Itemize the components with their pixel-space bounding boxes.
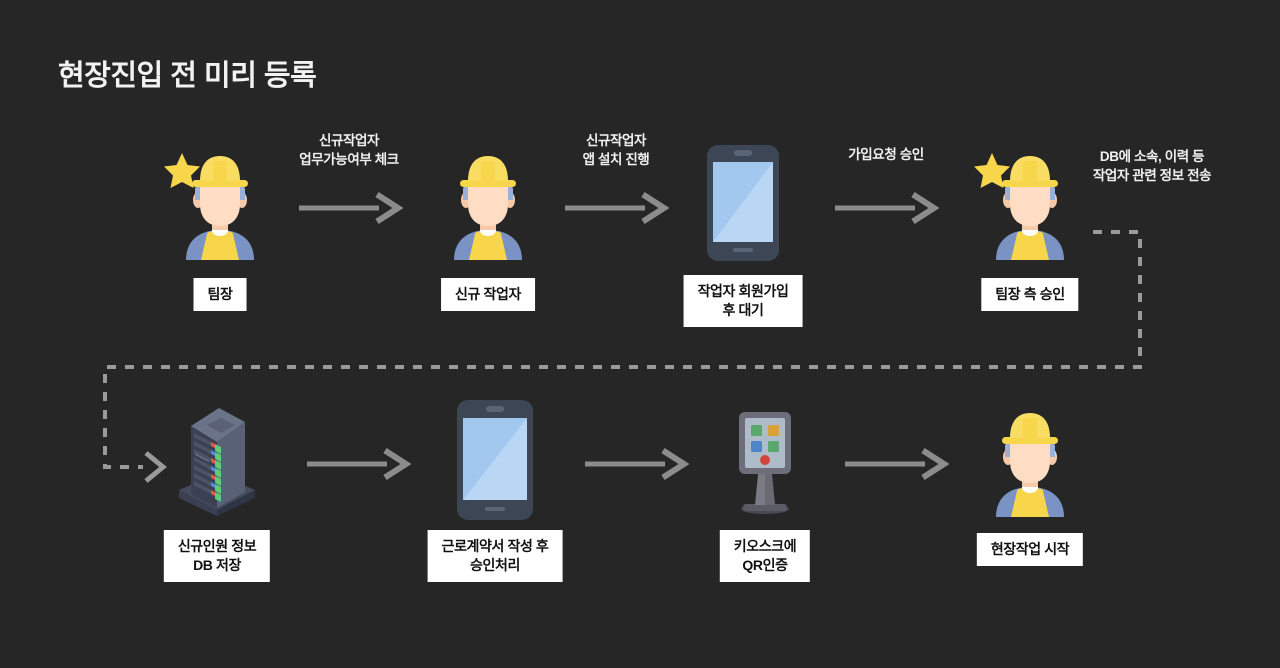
worker-icon [970, 405, 1090, 522]
connector-label-db-transfer: DB에 소속, 이력 등 작업자 관련 정보 전송 [1092, 149, 1212, 183]
arrow-1 [299, 191, 404, 231]
arrow-6 [845, 447, 950, 487]
caption-work-start: 현장작업 시작 [976, 533, 1084, 566]
smartphone-icon [457, 400, 533, 525]
arrow-5 [585, 447, 690, 487]
worker-icon [428, 148, 548, 265]
arrow-4 [307, 447, 412, 487]
page-title: 현장진입 전 미리 등록 [58, 60, 317, 92]
caption-signup-wait: 작업자 회원가입 후 대기 [683, 275, 803, 327]
worker-with-star-icon [970, 148, 1090, 265]
kiosk-icon [730, 410, 800, 520]
caption-leader-approve: 팀장 측 승인 [981, 278, 1079, 311]
server-icon [165, 398, 269, 521]
caption-new-worker: 신규 작업자 [441, 278, 535, 311]
caption-kiosk-qr: 키오스크에 QR인증 [719, 530, 811, 582]
arrow-label-2: 신규작업자 앱 설치 진행 [582, 133, 650, 167]
arrow-label-1: 신규작업자 업무가능여부 체크 [299, 133, 399, 167]
smartphone-icon [707, 145, 779, 266]
arrow-3 [835, 191, 940, 231]
caption-team-leader: 팀장 [193, 278, 247, 311]
caption-contract: 근로계약서 작성 후 승인처리 [427, 530, 563, 582]
caption-db-store: 신규인원 정보 DB 저장 [163, 530, 271, 582]
worker-with-star-icon [160, 148, 280, 265]
arrow-2 [565, 191, 670, 231]
arrow-label-3: 가입요청 승인 [848, 147, 924, 162]
